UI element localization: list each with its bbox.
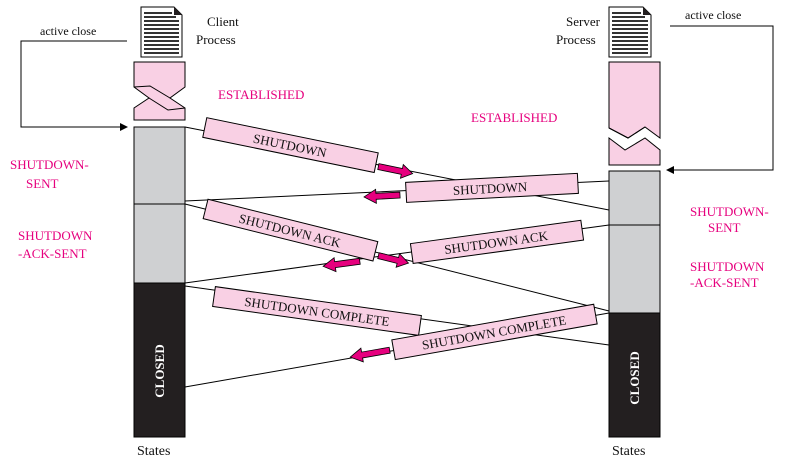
server-active-close-arrow [666,25,774,174]
client-process-label-2: Process [196,32,236,47]
client-established-block [133,61,186,121]
server-established-label: ESTABLISHED [471,110,557,125]
shutdown-ack-arrow-server [322,256,361,273]
shutdown-ack-message-server: SHUTDOWN ACK [409,219,585,265]
svg-text:SHUTDOWN: SHUTDOWN [452,179,528,198]
server-states-label: States [612,444,645,459]
shutdown-complete-message-server: SHUTDOWN COMPLETE [391,303,598,361]
client-established-label: ESTABLISHED [218,87,304,102]
server-document-icon [608,6,652,58]
svg-text:SHUTDOWN COMPLETE: SHUTDOWN COMPLETE [243,294,390,329]
shutdown-message-server: SHUTDOWN [405,172,579,203]
client-states-label: States [137,444,170,459]
shutdown-arrow-server [363,188,401,204]
client-active-close-arrow [20,40,128,131]
shutdown-arrow-client [377,163,414,179]
client-shutdown-sent-label-1: SHUTDOWN- [10,157,89,172]
server-process-label-1: Server [566,14,601,29]
client-shutdown-sent-bar [133,126,186,205]
client-process-label-1: Client [207,14,239,29]
client-shutdown-ack-sent-label-1: SHUTDOWN [18,228,93,243]
server-established-block [608,61,661,166]
client-shutdown-ack-sent-label-2: -ACK-SENT [18,246,87,261]
client-closed-label: CLOSED [152,344,167,397]
client-active-close-label: active close [40,24,96,38]
client-document-icon [140,6,183,58]
client-closed-bar [133,282,186,438]
server-shutdown-sent-label-2: SENT [708,220,741,235]
server-shutdown-ack-sent-label-2: -ACK-SENT [690,275,759,290]
shutdown-message-client: SHUTDOWN [202,117,379,174]
server-closed-bar [608,312,661,438]
server-shutdown-ack-sent-bar [608,224,661,314]
server-active-close-label: active close [685,8,741,22]
client-shutdown-ack-sent-bar [133,203,186,284]
server-process-label-2: Process [556,32,596,47]
server-closed-label: CLOSED [627,351,642,404]
server-shutdown-sent-bar [608,170,661,226]
client-shutdown-sent-label-2: SENT [26,176,59,191]
shutdown-ack-arrow-client [377,252,410,268]
shutdown-complete-arrow-server [349,346,391,363]
shutdown-complete-message-client: SHUTDOWN COMPLETE [212,286,422,336]
server-shutdown-sent-label-1: SHUTDOWN- [690,204,769,219]
server-shutdown-ack-sent-label-1: SHUTDOWN [690,259,765,274]
shutdown-ack-message-client: SHUTDOWN ACK [202,198,379,262]
